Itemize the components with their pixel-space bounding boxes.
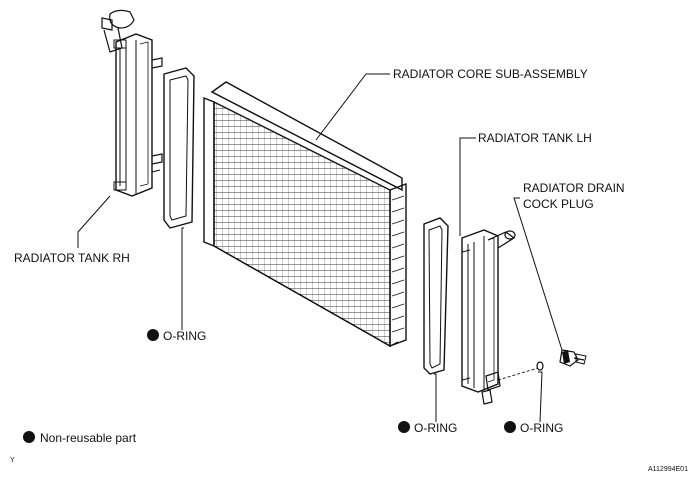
non-reusable-dot-icon: [398, 421, 410, 433]
label-drain-line1: RADIATOR DRAIN: [523, 181, 625, 195]
figure-code: A112994E01: [648, 466, 688, 473]
label-radiator-core: RADIATOR CORE SUB-ASSEMBLY: [393, 67, 588, 81]
leader-lines: [77, 73, 563, 423]
radiator-tank-rh: [101, 9, 163, 197]
o-ring-rh: [163, 67, 195, 229]
corner-letter: Y: [10, 457, 15, 464]
non-reusable-dot-icon: [147, 329, 159, 341]
label-radiator-tank-rh: RADIATOR TANK RH: [14, 251, 130, 265]
radiator-core: [203, 81, 407, 348]
non-reusable-dot-icon: [504, 421, 516, 433]
legend-dot-icon: [23, 431, 35, 443]
label-o-ring-drain: O-RING: [520, 421, 563, 435]
radiator-tank-lh: [461, 229, 516, 405]
o-ring-drain: [536, 361, 544, 371]
o-ring-lh: [423, 217, 449, 375]
label-drain-line2: COCK PLUG: [523, 197, 594, 211]
label-o-ring-lh: O-RING: [414, 421, 457, 435]
label-radiator-tank-lh: RADIATOR TANK LH: [478, 131, 592, 145]
radiator-drain-cock-plug: [559, 349, 587, 367]
label-o-ring-rh: O-RING: [163, 329, 206, 343]
alignment-line: [497, 367, 539, 381]
legend-text: Non-reusable part: [40, 431, 137, 445]
